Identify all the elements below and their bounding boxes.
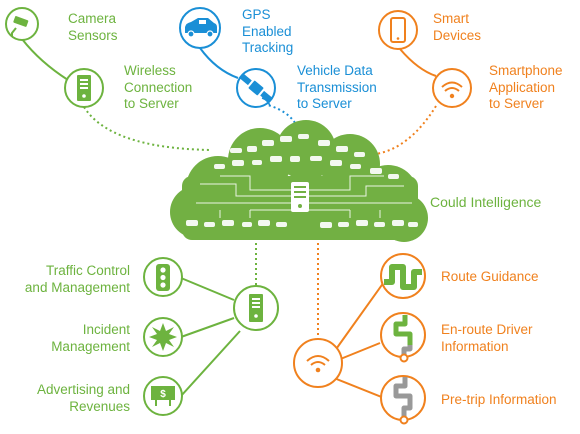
cloud: [170, 120, 428, 242]
explosion-icon: [143, 317, 183, 357]
connector-camera-wireless: [21, 38, 69, 81]
svg-text:$: $: [160, 389, 166, 400]
satellite-icon: [236, 68, 276, 108]
pretrip-route-icon: [380, 375, 426, 425]
connector-wireless-cloud: [83, 106, 211, 151]
connector-pretrip: [333, 377, 385, 399]
car-icon: [179, 7, 221, 49]
label-wireless-connection: Wireless Connection to Server: [124, 63, 193, 111]
route-guidance-icon: [380, 253, 426, 299]
label-traffic-control: Traffic Control and Management: [24, 263, 130, 295]
connector-incident: [180, 317, 235, 338]
connector-route-guidance: [333, 281, 385, 353]
smartphone-icon: [378, 10, 418, 50]
connectors: [21, 38, 437, 399]
traffic-light-icon: [143, 257, 183, 297]
connector-traffic: [180, 277, 235, 301]
label-gps-tracking: GPS Enabled Tracking: [242, 7, 294, 55]
label-cloud-intelligence: Could Intelligence: [430, 194, 542, 210]
label-route-guidance: Route Guidance: [441, 269, 539, 284]
label-smart-devices: Smart Devices: [433, 11, 482, 43]
wireless-server-icon: [64, 68, 104, 108]
enroute-route-icon: [380, 312, 426, 363]
connector-gps-satellite: [199, 47, 239, 79]
security-camera-icon: [5, 7, 39, 41]
connector-smart-smartphone: [399, 48, 437, 77]
label-advertising-revenues: Advertising and Revenues: [36, 382, 130, 414]
wifi-hub-icon: [293, 338, 343, 388]
cloud-server-icon: [291, 182, 309, 212]
label-pretrip-information: Pre-trip Information: [441, 392, 557, 407]
wifi-signal-icon: [432, 68, 472, 108]
server-hub-icon: [233, 285, 279, 331]
label-camera-sensors: Camera Sensors: [68, 11, 118, 43]
connector-advertising: [180, 330, 241, 397]
label-incident-management: Incident Management: [51, 322, 130, 354]
label-smartphone-application: Smartphone Application to Server: [489, 63, 563, 111]
label-enroute-driver: En-route Driver Information: [441, 322, 533, 354]
connector-smartphone-cloud: [375, 105, 437, 155]
connector-enroute: [337, 342, 381, 361]
label-vehicle-data: Vehicle Data Transmission to Server: [297, 63, 377, 111]
billboard-dollar-icon: $: [143, 376, 183, 416]
